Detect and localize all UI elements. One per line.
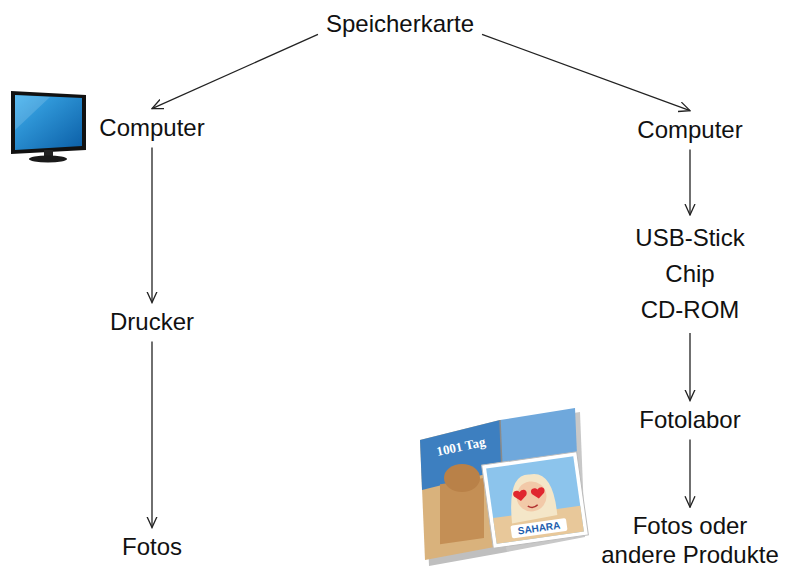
step-label: Chip xyxy=(635,256,744,292)
step-label: Speicherkarte xyxy=(326,10,474,39)
flow-step: Fotos oder andere Produkte xyxy=(592,510,788,572)
step-label: CD-ROM xyxy=(635,292,744,328)
photo-book-illustration xyxy=(420,408,588,566)
flow-arrow xyxy=(482,34,690,110)
flow-step: Drucker xyxy=(106,306,198,339)
monitor-icon xyxy=(11,91,86,163)
flow-step: Fotos xyxy=(118,531,186,564)
flow-step: Computer xyxy=(633,114,746,147)
connector-group xyxy=(152,34,690,527)
step-label: Fotolabor xyxy=(639,406,740,435)
flow-step: Fotolabor xyxy=(635,404,744,437)
flow-arrow xyxy=(151,147,152,302)
step-label: Fotos xyxy=(122,533,182,562)
flow-step: USB-StickChipCD-ROM xyxy=(631,218,748,330)
step-label: Drucker xyxy=(110,308,194,337)
step-label: Computer xyxy=(637,116,742,145)
step-label: Fotos oder andere Produkte xyxy=(596,512,784,570)
step-label: Computer xyxy=(99,114,204,143)
flow-arrow xyxy=(689,149,690,215)
flow-step: Speicherkarte xyxy=(322,8,478,41)
flow-arrow xyxy=(689,439,690,507)
flow-arrow xyxy=(689,333,690,401)
flow-step: Computer xyxy=(95,112,208,145)
flow-arrow xyxy=(152,34,318,108)
step-label: USB-Stick xyxy=(635,220,744,256)
flow-arrow xyxy=(151,341,152,527)
